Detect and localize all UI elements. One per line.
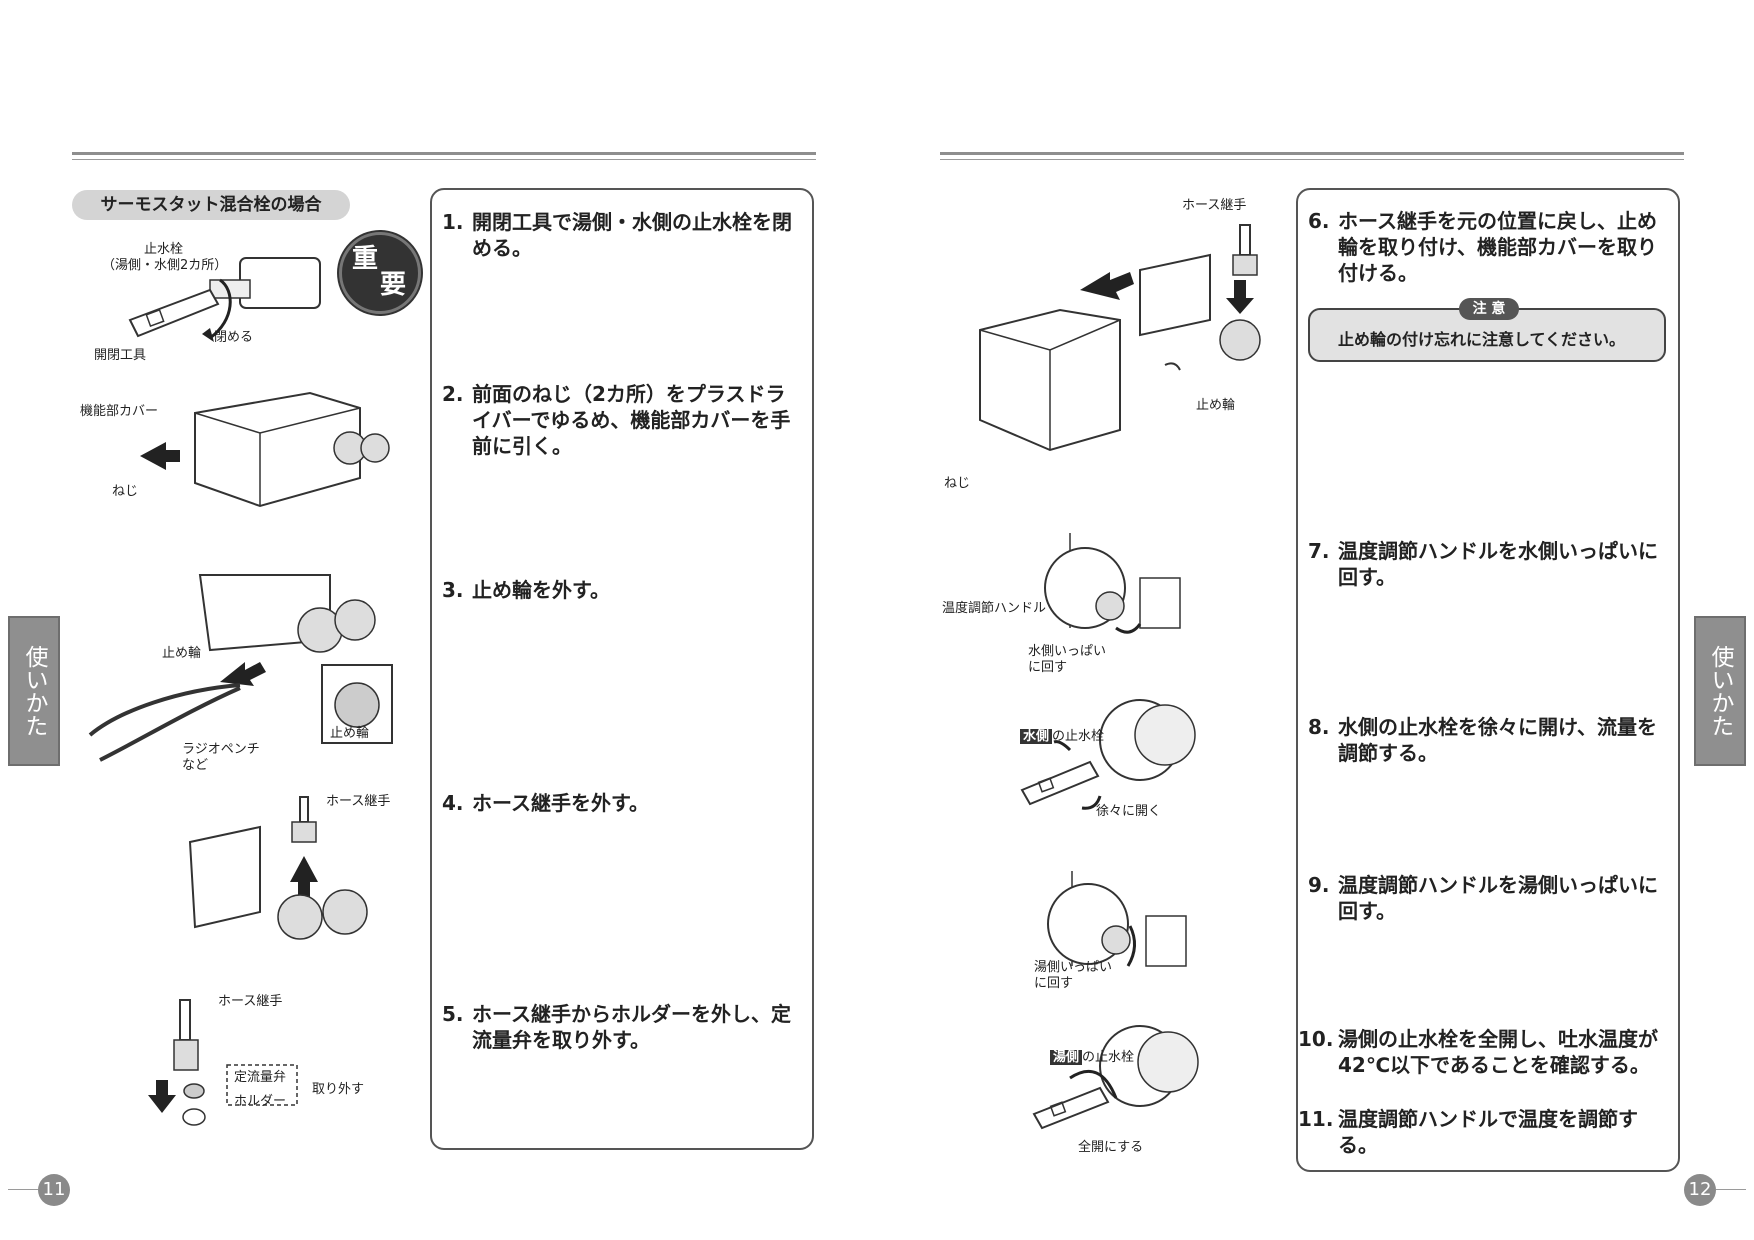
caution-title: 注 意 (1459, 298, 1519, 320)
step-num: 4. (442, 791, 464, 815)
step-text: ホース継手を外す。 (472, 791, 649, 815)
step-8: 8. 水側の止水栓を徐々に開け、流量を調節する。 (1308, 714, 1668, 766)
label-tool: 開閉工具 (94, 348, 147, 363)
label-turn-2: に回す (1034, 976, 1074, 991)
section-label: サーモスタット混合栓の場合 (72, 190, 350, 220)
step-num: 11. (1298, 1107, 1334, 1131)
label-cold-stop-valve-text: の止水栓 (1052, 729, 1105, 744)
label-close: 閉める (214, 330, 254, 345)
label-stop-ring-detail: 止め輪 (330, 726, 370, 741)
label-screw: ねじ (112, 484, 139, 499)
step-text: 温度調節ハンドルを湯側いっぱいに回す。 (1338, 873, 1658, 923)
label-holder: ホルダー (234, 1094, 287, 1109)
label-stop-valve-sub: （湯側・水側2カ所） (102, 258, 228, 273)
step-num: 7. (1308, 539, 1330, 563)
label-hose-joint-2: ホース継手 (218, 994, 283, 1009)
caution-text: 止め輪の付け忘れに注意してください。 (1338, 330, 1626, 349)
fig-function-cover (140, 391, 390, 508)
label-hot-stop-valve: 湯側の止水栓 (1050, 1050, 1134, 1066)
step-num: 5. (442, 1002, 464, 1026)
right-footer-line (1716, 1189, 1746, 1190)
label-full-open: 全開にする (1078, 1140, 1144, 1155)
step-num: 6. (1308, 209, 1330, 233)
step-text: ホース継手からホルダーを外し、定流量弁を取り外す。 (472, 1002, 791, 1052)
step-num: 10. (1298, 1027, 1334, 1051)
fig-hot-valve-open (1032, 1025, 1199, 1130)
label-hot-stop-valve-text: の止水栓 (1082, 1050, 1135, 1065)
label-flow-valve: 定流量弁 (234, 1070, 287, 1085)
step-5: 5. ホース継手からホルダーを外し、定流量弁を取り外す。 (442, 1001, 798, 1053)
left-header-rule-thin (72, 159, 816, 160)
left-side-tab: 使いかた (8, 616, 60, 766)
right-side-tab: 使いかた (1694, 616, 1746, 766)
step-text: 開閉工具で湯側・水側の止水栓を閉める。 (472, 210, 792, 260)
badge-char-1: 重 (352, 244, 379, 274)
fig-stop-valve-closing (128, 257, 321, 342)
step-9: 9. 温度調節ハンドルを湯側いっぱいに回す。 (1308, 872, 1668, 924)
step-text: 温度調節ハンドルを水側いっぱいに回す。 (1338, 539, 1658, 589)
step-text: 温度調節ハンドルで温度を調節する。 (1338, 1107, 1638, 1157)
step-num: 3. (442, 578, 464, 602)
label-radio-pliers: ラジオペンチ (182, 742, 260, 757)
label-cold-stop-valve: 水側の止水栓 (1020, 729, 1104, 745)
important-badge: 重 要 (339, 232, 421, 314)
badge-char-2: 要 (380, 270, 407, 300)
cold-tag: 水側 (1020, 729, 1053, 744)
fig-cold-valve-open (1020, 699, 1196, 810)
label-temp-handle: 温度調節ハンドル (942, 601, 1047, 616)
fig-temp-handle-hot (1047, 871, 1187, 967)
step-num: 9. (1308, 873, 1330, 897)
step-11: 11. 温度調節ハンドルで温度を調節する。 (1298, 1106, 1670, 1158)
fig-cover-reattach (979, 224, 1261, 452)
fig-holder-flow-valve (148, 999, 298, 1126)
step-4: 4. ホース継手を外す。 (442, 790, 798, 816)
page-number-left: 11 (38, 1174, 70, 1206)
label-etc: など (182, 758, 209, 773)
fig-temp-handle-cold (1044, 533, 1181, 634)
left-header-rule (72, 152, 816, 155)
label-cold-full: 水側いっぱい (1028, 644, 1107, 659)
step-text: ホース継手を元の位置に戻し、止め輪を取り付け、機能部カバーを取り付ける。 (1338, 209, 1657, 285)
label-turn-1: に回す (1028, 660, 1068, 675)
step-6: 6. ホース継手を元の位置に戻し、止め輪を取り付け、機能部カバーを取り付ける。 (1308, 208, 1668, 286)
label-function-cover: 機能部カバー (80, 404, 159, 419)
step-text: 湯側の止水栓を全開し、吐水温度が42℃以下であることを確認する。 (1338, 1027, 1658, 1077)
step-num: 1. (442, 210, 464, 234)
label-remove: 取り外す (312, 1082, 365, 1097)
step-num: 2. (442, 382, 464, 406)
step-text: 前面のねじ（2カ所）をプラスドライバーでゆるめ、機能部カバーを手前に引く。 (472, 382, 791, 458)
fig-hose-joint-removal (188, 796, 368, 940)
label-hot-full: 湯側いっぱい (1034, 960, 1113, 975)
hot-tag: 湯側 (1050, 1050, 1083, 1065)
label-hose-joint-right: ホース継手 (1182, 198, 1247, 213)
left-footer-line (8, 1189, 38, 1190)
step-num: 8. (1308, 715, 1330, 739)
step-1: 1. 開閉工具で湯側・水側の止水栓を閉める。 (442, 209, 798, 261)
label-stop-ring: 止め輪 (162, 646, 202, 661)
step-10: 10. 湯側の止水栓を全開し、吐水温度が42℃以下であることを確認する。 (1298, 1026, 1670, 1078)
fig-stop-ring-removal (88, 574, 393, 762)
right-header-rule (940, 152, 1684, 155)
label-stop-valve: 止水栓 (144, 242, 184, 257)
step-7: 7. 温度調節ハンドルを水側いっぱいに回す。 (1308, 538, 1668, 590)
label-hose-joint-1: ホース継手 (326, 794, 391, 809)
step-text: 止め輪を外す。 (472, 578, 610, 602)
label-screw-right: ねじ (944, 476, 971, 491)
step-2: 2. 前面のねじ（2カ所）をプラスドライバーでゆるめ、機能部カバーを手前に引く。 (442, 381, 798, 459)
label-stop-ring-right: 止め輪 (1196, 398, 1236, 413)
right-header-rule-thin (940, 159, 1684, 160)
page-number-right: 12 (1684, 1174, 1716, 1206)
step-3: 3. 止め輪を外す。 (442, 577, 798, 603)
left-steps-box (430, 188, 814, 1150)
step-text: 水側の止水栓を徐々に開け、流量を調節する。 (1338, 715, 1657, 765)
label-gradual-open: 徐々に開く (1096, 804, 1162, 819)
